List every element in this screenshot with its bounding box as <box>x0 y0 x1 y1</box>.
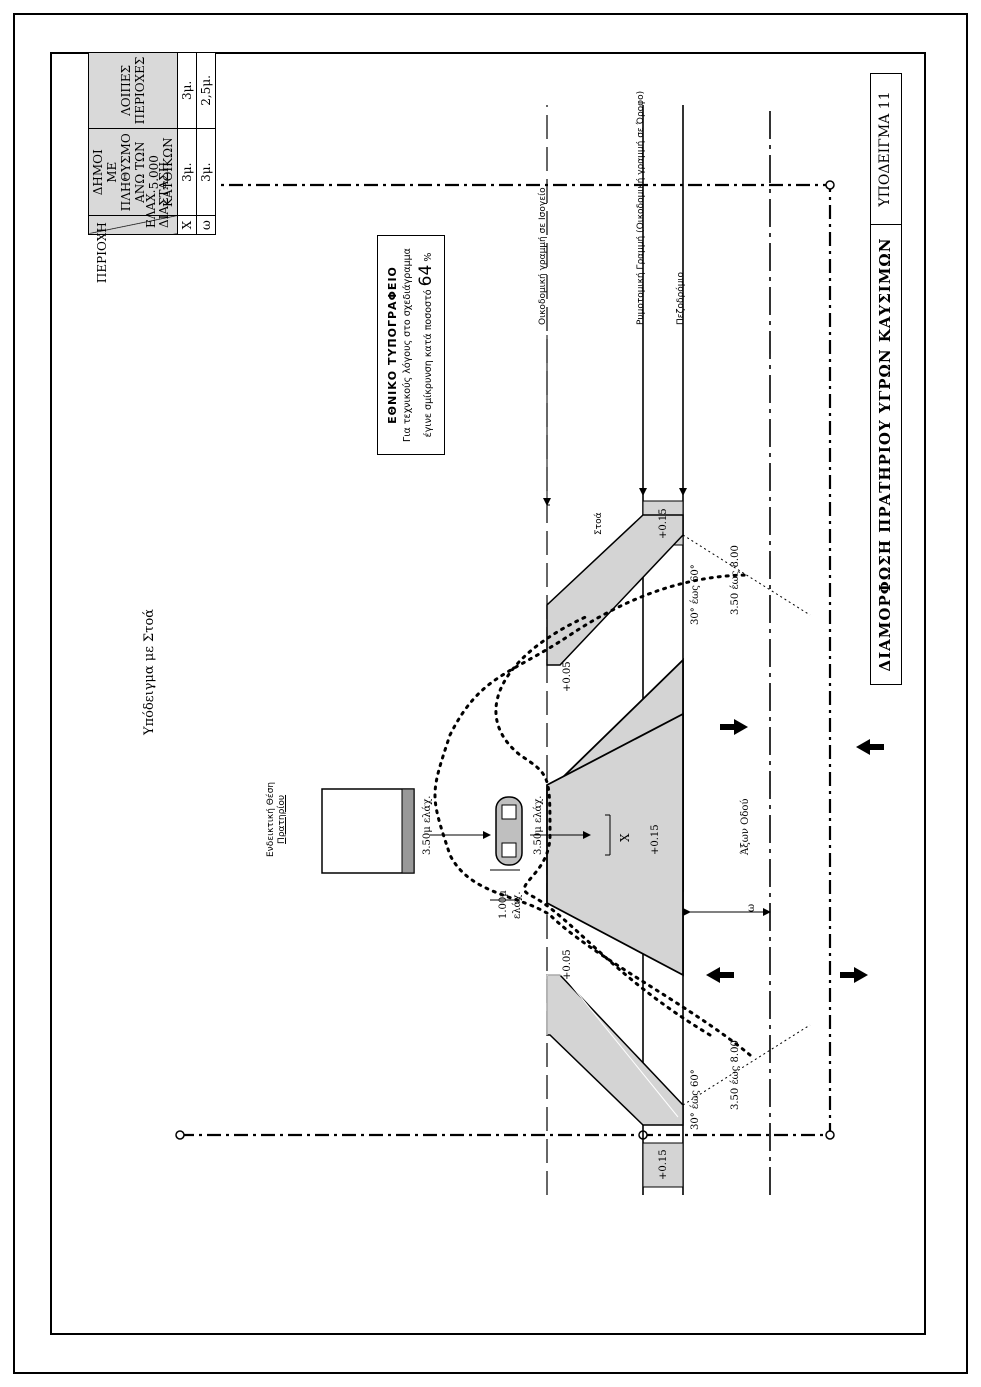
col2-line1: ΛΟΙΠΕΣ <box>119 64 133 116</box>
table-row: Χ 3μ. 3μ. <box>177 52 197 235</box>
sheet-title: ΔΙΑΜΟΡΦΩΣΗ ΠΡΑΤΗΡΙΟΥ ΥΓΡΩΝ ΚΑΥΣΙΜΩΝ <box>871 224 901 684</box>
row-value: 3μ. <box>177 52 197 129</box>
corner-bottom-1: ΕΛΑΧ. <box>144 189 158 228</box>
angle-right: 30° έως 60° <box>690 564 701 625</box>
corner-bottom: ΕΛΑΧ. ΔΙΑΣΤΑΣΗ <box>144 161 171 228</box>
elev-left-ramp: +0.05 <box>562 949 573 980</box>
kiosk-label-1: Ενδεικτική Θέση <box>266 781 276 857</box>
example-number: ΥΠΟΔΕΙΓΜΑ 11 <box>877 91 893 207</box>
row-label: Χ <box>177 215 197 235</box>
elev-island: +0.15 <box>650 824 661 855</box>
elev-left-sidewalk: +0.15 <box>658 1149 669 1180</box>
row-value: 3μ. <box>196 128 216 216</box>
stamp-org: ΕΘΝΙΚΟ ΤΥΠΟΓΡΑΦΕΙΟ <box>386 266 399 424</box>
stamp-percent-sign: % <box>423 252 434 262</box>
drawing-caption: Υπόδειγμα με Στοά <box>142 608 157 735</box>
stamp-line2-wrap: έγινε σμίκρυνση κατά ποσοστό 64 % <box>416 236 436 454</box>
stamp-percent: 64 <box>416 264 436 287</box>
col1-line1: ΔΗΜΟΙ <box>91 149 105 196</box>
corner-bottom-2: ΔΙΑΣΤΑΣΗ <box>157 161 171 228</box>
regulatory-line-label: Ρυμοτομική Γραμμή (Οικοδομική γραμμή σε … <box>636 90 646 325</box>
dist-upper: 3.50μ ελάχ. <box>422 795 433 855</box>
row-value: 2,5μ. <box>196 52 216 129</box>
road-axis-label: Άξων Οδού <box>740 798 751 855</box>
entrance-left: 3.50 έως 8.00 <box>730 1040 741 1110</box>
outer-border <box>13 13 968 1374</box>
stamp-line1: Για τεχνικούς λόγους στο σχεδιάγραμμα <box>402 248 413 442</box>
kiosk-building <box>321 788 415 874</box>
dist-lower: 3.50μ ελάχ. <box>533 795 544 855</box>
inner-border <box>50 52 926 1335</box>
dist-side-2: ελάχ. <box>512 891 523 919</box>
property-boundary <box>180 183 832 1137</box>
stamp-line2: έγινε σμίκρυνση κατά ποσοστό <box>423 289 434 438</box>
row-label: ω <box>196 215 216 235</box>
arcade-label: Στοά <box>594 512 604 535</box>
dist-side-1: 1.00μ <box>498 890 509 919</box>
kiosk-label: Ενδεικτική Θέση Πρατηρίου <box>266 782 288 857</box>
table-row: ω 3μ. 2,5μ. <box>196 52 216 235</box>
requirements-table: ΠΕΡΙΟΧΗ ΕΛΑΧ. ΔΙΑΣΤΑΣΗ ΔΗΜΟΙ ΜΕ ΠΛΗΘΥΣΜΟ… <box>88 51 216 283</box>
elev-right-ramp: +0.05 <box>562 661 573 692</box>
elev-right-sidewalk: +0.15 <box>658 508 669 539</box>
angle-left: 30° έως 60° <box>690 1069 701 1130</box>
kiosk-label-2: Πρατηρίου <box>277 794 287 844</box>
entrance-right: 3.50 έως 8.00 <box>730 545 741 615</box>
site-plan-drawing <box>175 105 884 1195</box>
central-island <box>546 712 684 977</box>
row-value: 3μ. <box>177 128 197 216</box>
corner-top: ΠΕΡΙΟΧΗ <box>95 222 109 284</box>
col2-header: ΛΟΙΠΕΣ ΠΕΡΙΟΧΕΣ <box>88 52 178 129</box>
col2-line2: ΠΕΡΙΟΧΕΣ <box>133 56 147 125</box>
drawing-sheet: Υπόδειγμα με Στοά Ενδεικτική Θέση Πρατηρ… <box>50 51 926 1335</box>
island-x-label: Χ <box>618 833 632 842</box>
sidewalk-label: Πεζοδρόμιο <box>676 271 686 325</box>
building-line-label: Οικοδομική γραμμή σε Ισογείο <box>538 187 548 325</box>
omega-label: ω <box>746 903 757 912</box>
col1-line2: ΜΕ ΠΛΗΘΥΣΜΟ <box>105 133 133 212</box>
title-block: ΔΙΑΜΟΡΦΩΣΗ ΠΡΑΤΗΡΙΟΥ ΥΓΡΩΝ ΚΑΥΣΙΜΩΝ ΥΠΟΔ… <box>870 73 902 685</box>
table-corner: ΠΕΡΙΟΧΗ ΕΛΑΧ. ΔΙΑΣΤΑΣΗ <box>88 162 178 283</box>
print-office-stamp: ΕΘΝΙΚΟ ΤΥΠΟΓΡΑΦΕΙΟ Για τεχνικούς λόγους … <box>377 235 445 455</box>
